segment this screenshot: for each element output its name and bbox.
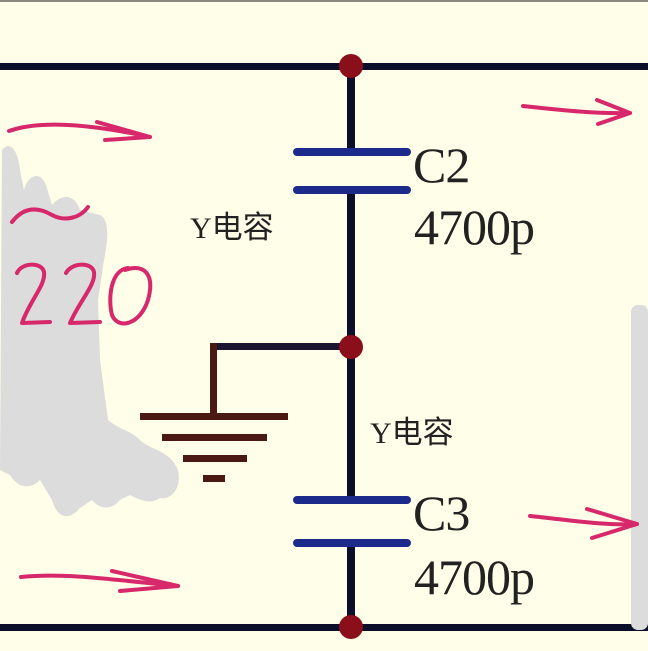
arrow-top-left-icon	[7, 120, 152, 142]
arrow-bottom-right-icon	[528, 507, 639, 540]
arrow-top-right-icon	[521, 98, 632, 126]
wire-c2-to-center	[347, 190, 355, 348]
c2-type-prefix: Y	[190, 212, 212, 245]
bottom-rail-wire	[0, 624, 648, 631]
wire-c3-to-bottom	[347, 543, 355, 627]
junction-dot-bottom	[339, 615, 363, 639]
redaction-bar-right	[631, 305, 648, 630]
junction-dot-top	[339, 54, 363, 78]
c2-type-label: Y电容	[190, 213, 274, 244]
arrow-bottom-left-icon	[19, 569, 180, 593]
capacitor-c3-symbol	[293, 496, 411, 547]
c3-reference-label: C3	[413, 485, 470, 541]
handwritten-220	[15, 262, 153, 326]
c3-type-prefix: Y	[370, 417, 392, 450]
c2-value-label: 4700p	[414, 199, 535, 255]
c3-type-label: Y电容	[370, 418, 454, 449]
handwritten-tilde-icon	[10, 205, 90, 224]
c2-type-text: 电容	[211, 210, 274, 246]
c3-type-text: 电容	[391, 415, 454, 451]
top-rail-wire	[0, 63, 648, 70]
top-border-line	[0, 0, 648, 2]
wire-top-to-c2	[347, 66, 355, 152]
redaction-scribble-left	[0, 146, 179, 517]
junction-dot-center	[339, 335, 363, 359]
wire-center-to-c3	[347, 348, 355, 500]
capacitor-c2-symbol	[293, 148, 411, 194]
c3-value-label: 4700p	[414, 549, 535, 605]
c2-reference-label: C2	[413, 137, 470, 193]
ground-symbol	[140, 343, 351, 482]
